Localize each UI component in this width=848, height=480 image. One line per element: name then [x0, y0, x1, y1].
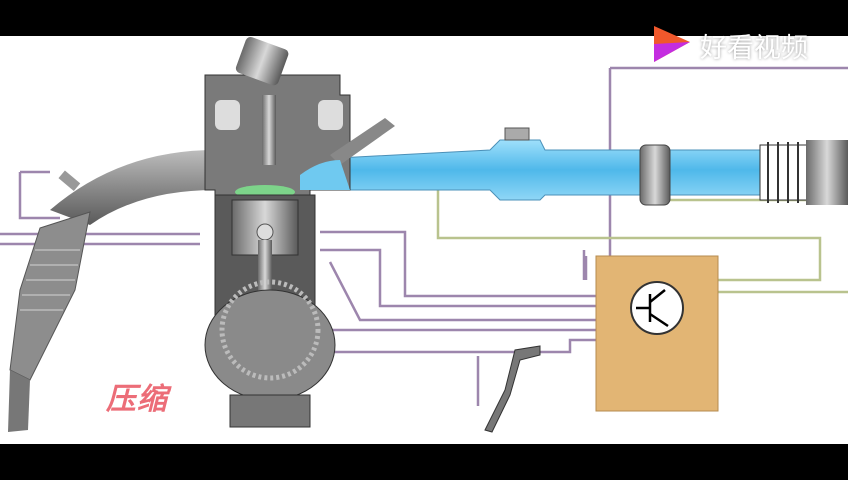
stroke-label: 压缩	[106, 382, 168, 417]
accelerator-pedal	[484, 345, 541, 433]
oil-pan	[229, 394, 311, 428]
flywheel-teeth	[219, 279, 321, 381]
ignition-coil	[235, 36, 289, 86]
exhaust-manifold	[50, 150, 215, 225]
transistor-icon	[630, 281, 684, 335]
wiring	[0, 66, 848, 406]
transistor-symbol	[636, 289, 669, 328]
bellows-folds	[767, 142, 799, 203]
camshaft-right	[318, 100, 343, 130]
pressure-sensor	[504, 127, 530, 141]
fuel-injector	[330, 118, 395, 165]
intake-port-air	[300, 160, 350, 190]
watermark-text: 好看视频	[700, 33, 808, 64]
throttle-body	[639, 144, 671, 206]
crankcase	[204, 289, 336, 401]
watermark: 好看视频	[700, 26, 808, 65]
camshaft-left	[215, 100, 240, 130]
watermark-logo-icon	[654, 26, 690, 62]
converter-ribs	[20, 249, 80, 311]
oxygen-sensor	[58, 170, 81, 192]
spark-plug	[262, 95, 276, 165]
tailpipe	[8, 370, 30, 432]
piston-pin	[256, 223, 274, 241]
air-flow-meter	[806, 140, 848, 205]
